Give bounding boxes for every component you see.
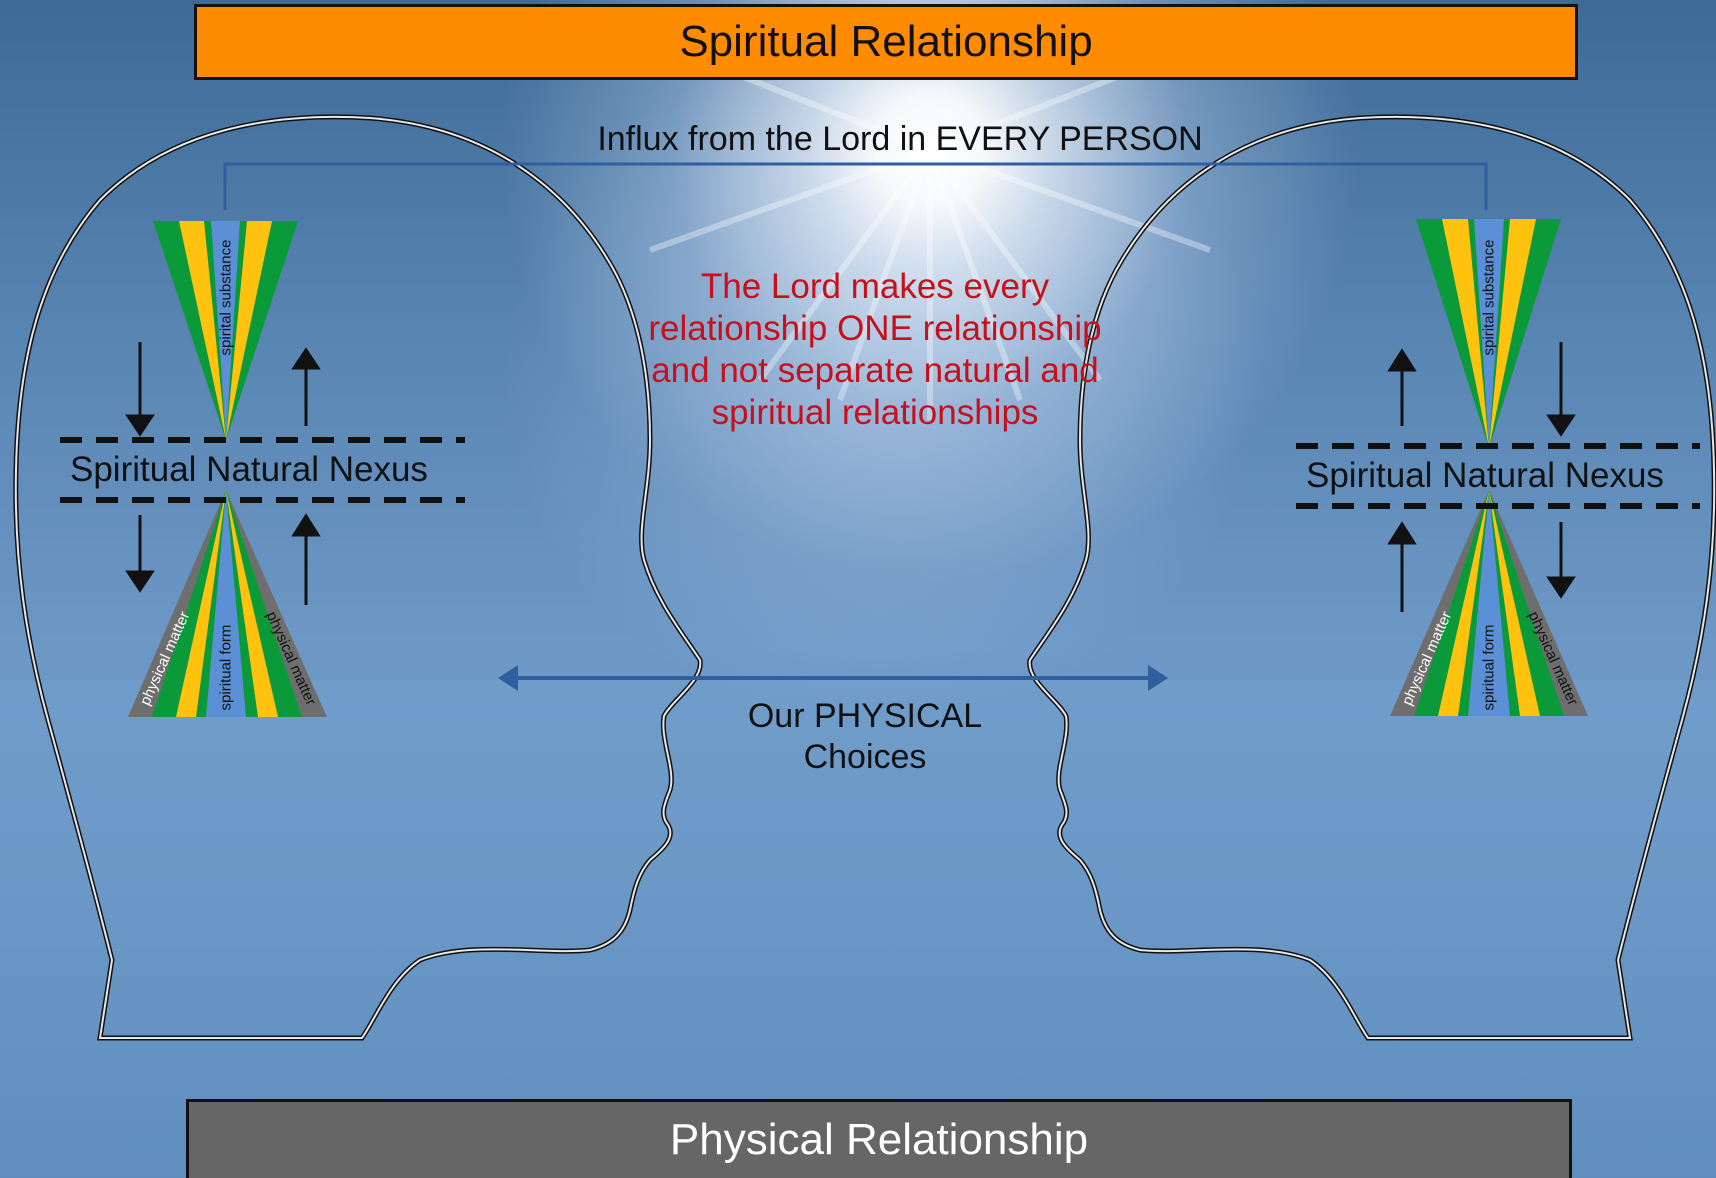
choices-label: Our PHYSICAL Choices	[690, 696, 1040, 778]
footer-title: Physical Relationship	[670, 1115, 1088, 1165]
right-upper-cone-label: spirital substance	[1481, 238, 1498, 358]
left-head-inner-stroke	[16, 117, 701, 1038]
left-lower-cone-center-label: spiritual form	[218, 618, 235, 718]
title-bar: Spiritual Relationship	[194, 4, 1578, 80]
left-upper-cone-label: spirital substance	[218, 238, 235, 358]
physical-choices-arrow	[498, 665, 1168, 691]
influx-connector-line	[225, 164, 1486, 210]
right-head-group	[1030, 117, 1715, 1038]
center-statement: The Lord makes every relationship ONE re…	[640, 266, 1110, 434]
left-head-outline	[16, 117, 701, 1038]
right-lower-cone-center-label: spiritual form	[1481, 618, 1498, 718]
influx-label: Influx from the Lord in EVERY PERSON	[520, 120, 1280, 159]
right-nexus-label: Spiritual Natural Nexus	[1306, 456, 1664, 496]
page-title: Spiritual Relationship	[679, 17, 1092, 67]
left-nexus-label: Spiritual Natural Nexus	[70, 450, 428, 490]
footer-bar: Physical Relationship	[186, 1099, 1572, 1178]
right-head-outline	[1030, 117, 1715, 1038]
